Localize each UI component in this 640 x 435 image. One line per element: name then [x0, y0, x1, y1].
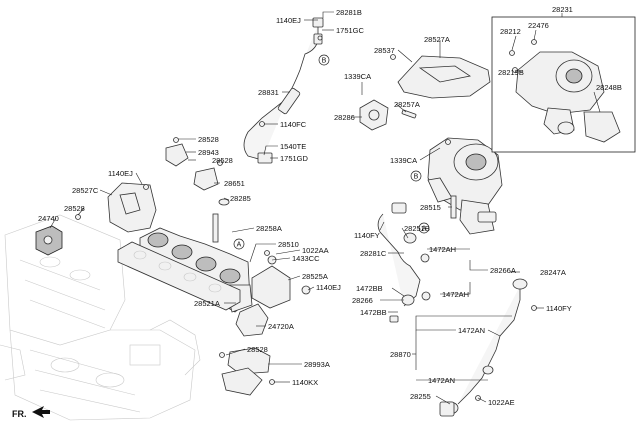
callout-b-right: B — [410, 170, 422, 182]
label-1140EJ-left: 1140EJ — [108, 169, 133, 178]
label-1339CA-top: 1339CA — [344, 72, 371, 81]
water-pipe-right — [439, 278, 537, 417]
label-22476: 22476 — [528, 21, 549, 30]
label-1472BB-b: 1472BB — [360, 308, 387, 317]
bracket-24740 — [35, 225, 63, 256]
inset-detail-box — [491, 16, 636, 153]
svg-text:FR.: FR. — [12, 409, 27, 419]
label-28285: 28285 — [230, 194, 251, 203]
label-28257A: 28257A — [394, 100, 420, 109]
oil-return-pipe-left — [377, 202, 431, 323]
label-28515: 28515 — [420, 203, 441, 212]
label-28993A: 28993A — [304, 360, 330, 369]
svg-text:A: A — [422, 226, 427, 233]
label-1472AN-b: 1472AN — [428, 376, 455, 385]
svg-text:B: B — [322, 58, 327, 65]
label-24740: 24740 — [38, 214, 59, 223]
label-1339CA-mid: 1339CA — [390, 156, 417, 165]
label-28528-c: 28528 — [64, 204, 85, 213]
label-28537: 28537 — [374, 46, 395, 55]
label-28651: 28651 — [224, 179, 245, 188]
manifold-gasket — [117, 241, 241, 311]
label-28219B: 28219B — [498, 68, 524, 77]
label-1140EJ-mid: 1140EJ — [316, 283, 341, 292]
callout-a-left: A — [233, 238, 245, 250]
label-1540TE: 1540TE — [280, 142, 306, 151]
label-28281B: 28281B — [336, 8, 362, 17]
engine-block-outline — [0, 214, 201, 421]
label-28255: 28255 — [410, 392, 431, 401]
front-orientation-marker: FR. — [12, 406, 50, 419]
front-arrow-icon — [32, 406, 50, 418]
label-28510: 28510 — [278, 240, 299, 249]
label-28525A: 28525A — [302, 272, 328, 281]
bracket-28993A — [221, 347, 271, 396]
label-28831: 28831 — [258, 88, 279, 97]
leader-lines — [49, 11, 601, 405]
svg-text:A: A — [237, 242, 242, 249]
callout-b-top: B — [318, 54, 330, 66]
label-28281C: 28281C — [360, 249, 387, 258]
label-1140KX: 1140KX — [292, 378, 318, 387]
label-28247A: 28247A — [540, 268, 566, 277]
label-28528-b: 28528 — [212, 156, 233, 165]
callout-a-right: A — [418, 222, 430, 234]
label-28266: 28266 — [352, 296, 373, 305]
label-28521A: 28521A — [194, 299, 220, 308]
label-28527C: 28527C — [72, 186, 99, 195]
label-28251B: 28251B — [404, 224, 430, 233]
label-1140EJ-top: 1140EJ — [276, 16, 301, 25]
label-28527A: 28527A — [424, 35, 450, 44]
label-1472BB-a: 1472BB — [356, 284, 383, 293]
label-1751GC: 1751GC — [336, 26, 365, 35]
label-28528-d: 28528 — [247, 345, 268, 354]
label-28258A: 28258A — [256, 224, 282, 233]
heat-protector-top — [390, 54, 491, 99]
label-28286: 28286 — [334, 113, 355, 122]
label-1472AH-b: 1472AH — [442, 290, 469, 299]
label-1140FC: 1140FC — [280, 120, 307, 129]
label-28266A: 28266A — [490, 266, 516, 275]
heat-protector-left — [107, 182, 157, 233]
part-labels: 28281B 1140EJ 1751GC 28831 1140FC 1540TE… — [38, 5, 622, 407]
label-1022AE: 1022AE — [488, 398, 515, 407]
label-1140FY-left: 1140FY — [354, 231, 380, 240]
label-28870: 28870 — [390, 350, 411, 359]
label-1140FY-right: 1140FY — [546, 304, 572, 313]
label-1751GD: 1751GD — [280, 154, 309, 163]
label-24720A: 24720A — [268, 322, 294, 331]
turbocharger-assembly — [427, 137, 503, 235]
label-28231: 28231 — [552, 5, 573, 14]
stud-28257A — [401, 109, 417, 119]
label-28943: 28943 — [198, 148, 219, 157]
heat-protector-lower — [251, 265, 291, 309]
svg-text:B: B — [414, 174, 419, 181]
label-28212: 28212 — [500, 27, 521, 36]
label-1433CC: 1433CC — [292, 254, 320, 263]
small-brackets-center — [75, 121, 311, 385]
label-1472AH-a: 1472AH — [429, 245, 456, 254]
label-1472AN-a: 1472AN — [458, 326, 485, 335]
bracket-24720A — [235, 303, 269, 337]
label-1022AA: 1022AA — [302, 246, 329, 255]
gasket-28286 — [359, 99, 389, 131]
label-28528-a: 28528 — [198, 135, 219, 144]
label-28248B: 28248B — [596, 83, 622, 92]
